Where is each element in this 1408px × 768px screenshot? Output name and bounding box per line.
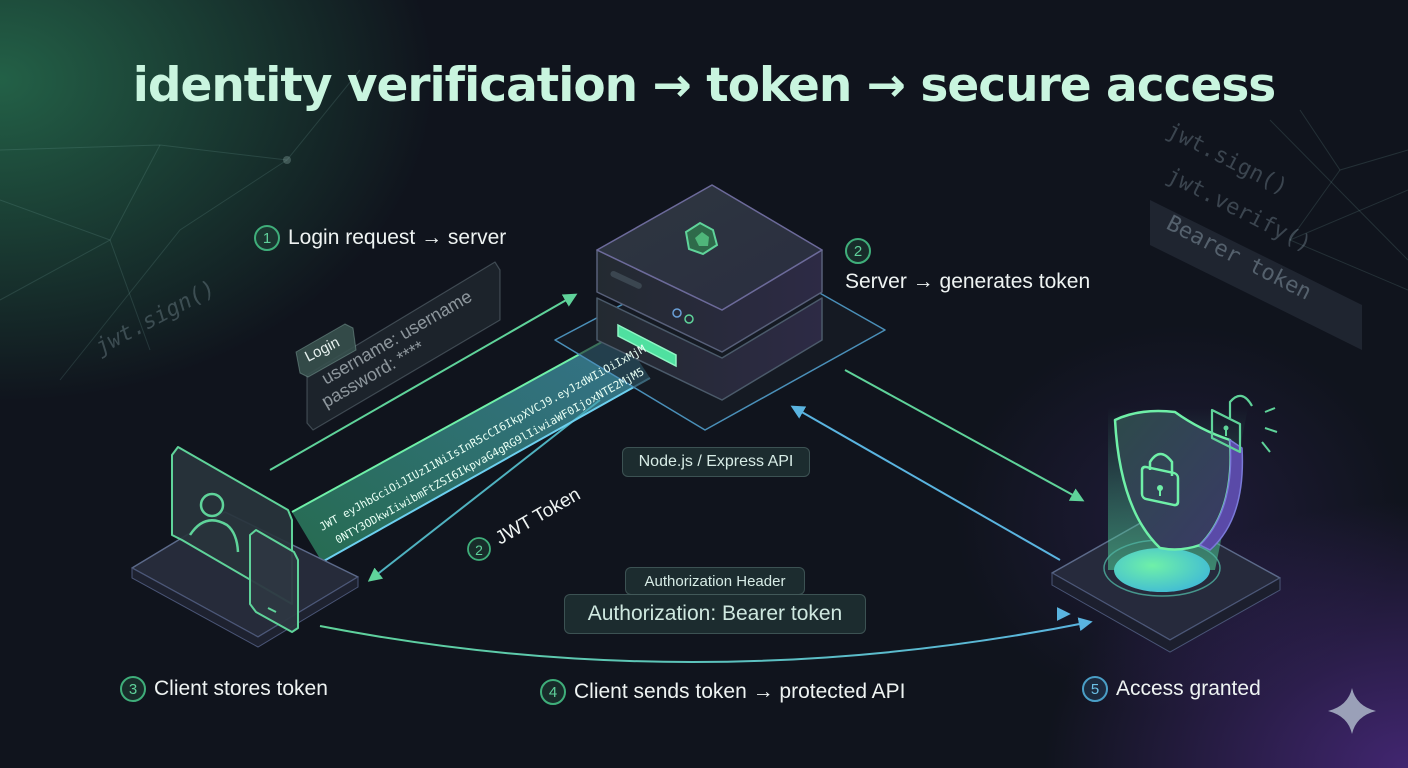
step-4-label: 4 Client sends token → protected API: [540, 679, 906, 705]
arrow-server-to-access: [844, 369, 1085, 502]
step-number-badge: 3: [120, 676, 146, 702]
token-text-line-2: 0NTY3ODkwIiwibmFtZSI6IkpvaG4gRG9lIiwiaWF…: [333, 365, 646, 547]
step-number-badge: 2: [845, 238, 871, 264]
step-number-badge: 1: [254, 225, 280, 251]
background-code-panel: [1150, 200, 1362, 350]
step-number: 2: [475, 542, 483, 558]
page-title: identity verification → token → secure a…: [132, 58, 1277, 113]
arrow-protected-api-request: [319, 617, 1093, 663]
network-node: [283, 156, 291, 164]
step-number-badge: [467, 537, 491, 561]
step-number-badge: 4: [540, 679, 566, 705]
step-1-label: 1 Login request → server: [254, 225, 506, 251]
arrow-api-to-server: [790, 405, 1061, 561]
login-card: [295, 261, 501, 431]
unlocked-padlock-icon: [1210, 394, 1278, 454]
hexagon-gem-icon: [684, 221, 719, 256]
background-network-lines: [0, 69, 1408, 381]
step-5-label: 5 Access granted: [1082, 676, 1261, 702]
step-text: Login request → server: [288, 226, 507, 249]
shield-lock-icon: [1113, 409, 1244, 551]
step-text: Access granted: [1116, 677, 1261, 700]
step-2-label: 2 Server → generates token: [845, 238, 1090, 294]
sparkle-icon: [1328, 688, 1376, 734]
server-label-badge: Node.js / Express API: [622, 447, 810, 477]
arrow-jwt-response: [367, 399, 601, 582]
arrow-login-request: [269, 293, 578, 471]
step-text: Server → generates token: [845, 270, 1091, 293]
user-device-icon: [131, 446, 359, 648]
authorization-header-value: Authorization: Bearer token: [564, 594, 866, 634]
background-code-line: jwt.sign(): [91, 276, 220, 360]
jwt-token-label: JWT Token: [492, 484, 584, 549]
step-3-label: 3 Client stores token: [120, 676, 328, 702]
step-number-badge: 5: [1082, 676, 1108, 702]
step-text: Client stores token: [154, 677, 328, 700]
step-text: Client sends token → protected API: [574, 680, 906, 703]
authorization-header-caption: Authorization Header: [625, 567, 805, 595]
token-beam: [291, 331, 651, 563]
